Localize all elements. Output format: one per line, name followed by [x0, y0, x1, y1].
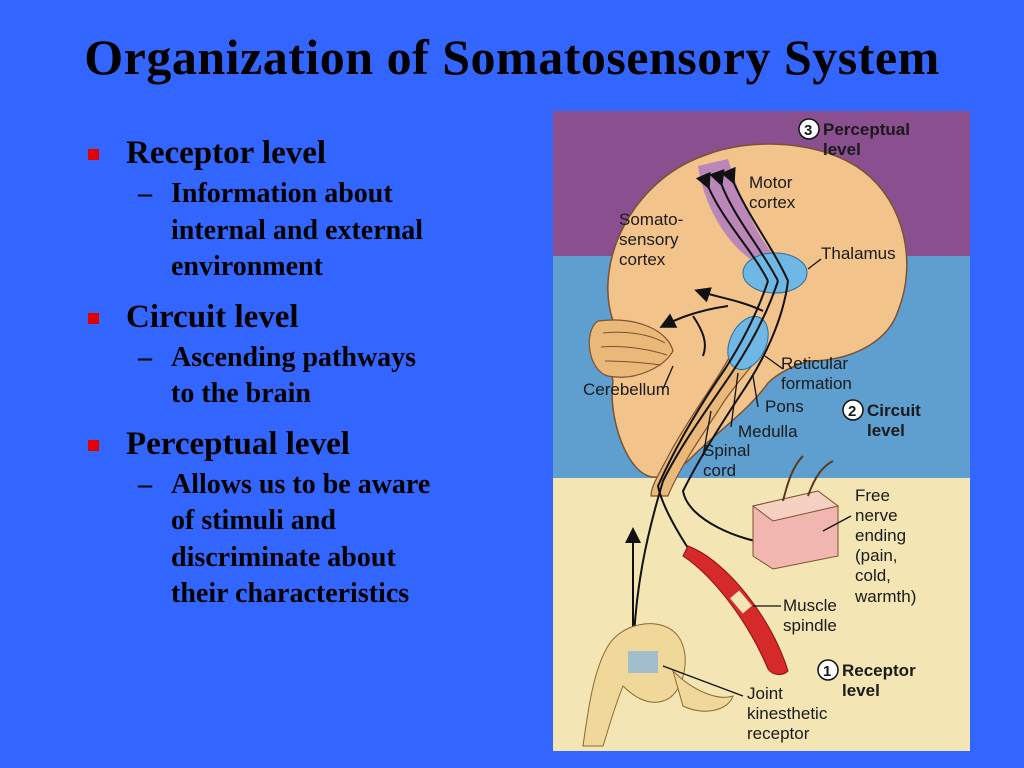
diagram-svg: 3 Perceptual level 2 Circuit level 1 Rec…: [553, 111, 970, 751]
somatosensory-diagram: 3 Perceptual level 2 Circuit level 1 Rec…: [553, 111, 970, 751]
somatosensory-label-1: Somato-: [619, 210, 683, 229]
motor-cortex-label-2: cortex: [749, 193, 796, 212]
joint-label-3: receptor: [747, 724, 810, 743]
dash-icon: –: [138, 178, 152, 209]
perceptual-num: 3: [804, 122, 812, 139]
bullet-circuit-level: Circuit level: [88, 296, 518, 338]
free-nerve-label-4: (pain,: [855, 546, 898, 565]
muscle-spindle-label-2: spindle: [783, 616, 837, 635]
bullet-square-icon: [88, 149, 99, 160]
spinal-cord-label-2: cord: [703, 461, 736, 480]
somatosensory-label-3: cortex: [619, 250, 666, 269]
bullet-receptor-level: Receptor level: [88, 132, 518, 174]
receptor-label-1: Receptor: [842, 661, 916, 680]
free-nerve-label-6: warmth): [854, 587, 916, 606]
receptor-label-2: level: [842, 681, 880, 700]
sub-bullet-line: internal and external: [171, 214, 423, 246]
bullet-label: Perceptual level: [126, 425, 350, 462]
sub-bullet-line: Ascending pathways: [171, 341, 417, 373]
perceptual-label-1: Perceptual: [823, 120, 910, 139]
spinal-cord-label-1: Spinal: [703, 441, 750, 460]
receptor-num: 1: [823, 663, 831, 680]
sub-bullet-line: discriminate about: [171, 541, 396, 573]
sub-bullet-line: Allows us to be aware: [171, 468, 431, 500]
circuit-num: 2: [848, 403, 856, 420]
pons-label: Pons: [765, 397, 804, 416]
reticular-label-1: Reticular: [781, 354, 848, 373]
sub-bullet-line: Information about: [171, 178, 393, 209]
joint-label-1: Joint: [747, 684, 783, 703]
medulla-label: Medulla: [738, 422, 798, 441]
number-circle-icon: [798, 118, 820, 140]
slide-title: Organization of Somatosensory System: [84, 29, 940, 85]
free-nerve-label-2: nerve: [855, 506, 898, 525]
free-nerve-label-3: ending: [855, 526, 906, 545]
cerebellum-folds: [600, 331, 668, 366]
bullet-square-icon: [88, 312, 99, 324]
muscle-spindle-shape: [682, 545, 789, 675]
thalamus-label: Thalamus: [821, 244, 896, 263]
cerebellum-shape: [588, 319, 674, 378]
dash-icon: –: [138, 468, 152, 500]
bullet-perceptual-level: Perceptual level: [88, 423, 518, 465]
ascending-pathways: [625, 166, 789, 672]
circuit-label-1: Circuit: [867, 401, 921, 420]
cerebellum-label: Cerebellum: [583, 380, 670, 399]
number-circle-icon: [842, 399, 864, 421]
muscle-spindle-label-1: Muscle: [783, 596, 837, 615]
number-circle-icon: [817, 659, 839, 681]
joint-label-2: kinesthetic: [747, 704, 828, 723]
leader-lines: [662, 258, 852, 697]
skin-block: [751, 455, 840, 570]
bullet-label: Receptor level: [126, 135, 327, 171]
bullet-list: Receptor level – Information about inter…: [88, 132, 518, 623]
sub-bullet-line: of stimuli and: [171, 505, 336, 536]
circuit-label-2: level: [867, 421, 905, 440]
sub-bullet: – Information about internal and externa…: [88, 176, 518, 286]
free-nerve-label-1: Free: [855, 486, 890, 505]
bullet-square-icon: [88, 439, 99, 451]
sub-bullet-line: environment: [171, 251, 323, 282]
motor-cortex-label-1: Motor: [749, 173, 793, 192]
joint-shape: [582, 623, 734, 747]
perceptual-label-2: level: [823, 140, 861, 159]
sub-bullet: – Allows us to be aware of stimuli and d…: [88, 467, 518, 613]
sub-bullet-line: to the brain: [171, 378, 311, 409]
sub-bullet: – Ascending pathways to the brain: [88, 340, 518, 413]
somatosensory-label-2: sensory: [619, 230, 679, 249]
dash-icon: –: [138, 341, 152, 373]
free-nerve-label-5: cold,: [855, 566, 891, 585]
reticular-label-2: formation: [781, 374, 852, 393]
sub-bullet-line: their characteristics: [171, 578, 410, 609]
bullet-label: Circuit level: [126, 298, 299, 335]
thalamus-shape: [742, 252, 808, 294]
